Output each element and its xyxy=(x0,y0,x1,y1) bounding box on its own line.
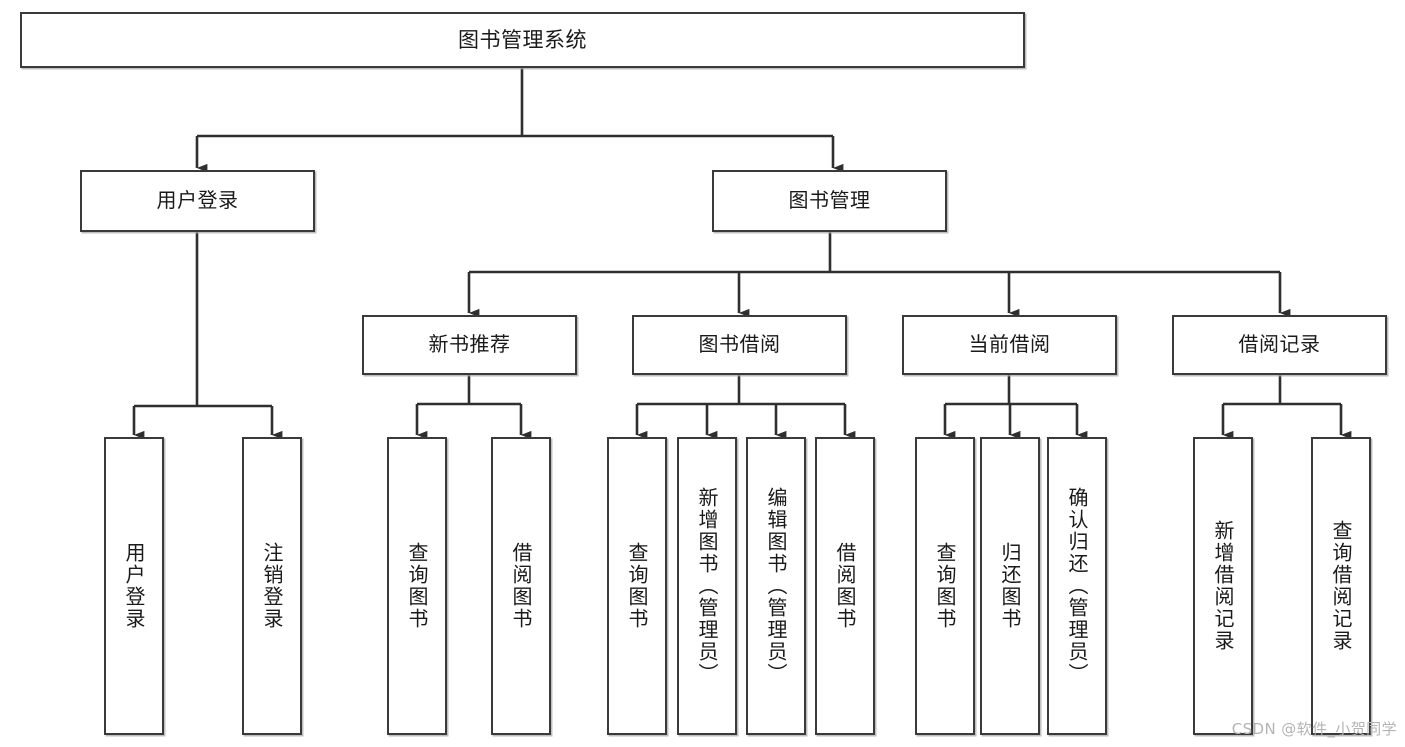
node-label: 借阅图书 xyxy=(509,542,533,630)
leaf-user-login[interactable]: 用户登录 xyxy=(104,437,164,735)
node-label: 查询图书 xyxy=(405,542,429,630)
leaf-return-book[interactable]: 归还图书 xyxy=(980,437,1040,735)
node-label: 图书管理系统 xyxy=(458,27,587,52)
node-user-login[interactable]: 用户登录 xyxy=(80,170,315,232)
node-current-borrow[interactable]: 当前借阅 xyxy=(902,315,1117,375)
node-label: 图书借阅 xyxy=(698,332,781,357)
node-label: 查询图书 xyxy=(933,542,957,630)
leaf-query-book-newbook[interactable]: 查询图书 xyxy=(387,437,447,735)
leaf-edit-book-admin[interactable]: 编辑图书（管理员） xyxy=(746,437,806,735)
leaf-query-book-borrow[interactable]: 查询图书 xyxy=(607,437,667,735)
node-book-borrow[interactable]: 图书借阅 xyxy=(632,315,847,375)
node-book-management-system[interactable]: 图书管理系统 xyxy=(20,12,1025,68)
leaf-logout[interactable]: 注销登录 xyxy=(242,437,302,735)
node-label: 编辑图书（管理员） xyxy=(764,487,788,685)
node-label: 借阅记录 xyxy=(1238,332,1321,357)
node-book-management[interactable]: 图书管理 xyxy=(712,170,947,232)
node-label: 新增图书（管理员） xyxy=(695,487,719,685)
node-label: 用户登录 xyxy=(122,542,146,630)
node-label: 用户登录 xyxy=(156,188,239,213)
node-new-book-recommend[interactable]: 新书推荐 xyxy=(362,315,577,375)
node-label: 图书管理 xyxy=(788,188,871,213)
node-label: 当前借阅 xyxy=(968,332,1051,357)
node-label: 查询借阅记录 xyxy=(1329,520,1353,652)
leaf-query-borrow-record[interactable]: 查询借阅记录 xyxy=(1311,437,1371,735)
leaf-borrow-book[interactable]: 借阅图书 xyxy=(815,437,875,735)
node-label: 借阅图书 xyxy=(833,542,857,630)
leaf-query-book-current[interactable]: 查询图书 xyxy=(915,437,975,735)
leaf-add-book-admin[interactable]: 新增图书（管理员） xyxy=(677,437,737,735)
node-label: 查询图书 xyxy=(625,542,649,630)
node-label: 新增借阅记录 xyxy=(1211,520,1235,652)
node-borrow-record[interactable]: 借阅记录 xyxy=(1172,315,1387,375)
node-label: 注销登录 xyxy=(260,542,284,630)
leaf-borrow-book-newbook[interactable]: 借阅图书 xyxy=(491,437,551,735)
node-label: 归还图书 xyxy=(998,542,1022,630)
node-label: 确认归还（管理员） xyxy=(1065,487,1089,685)
leaf-add-borrow-record[interactable]: 新增借阅记录 xyxy=(1193,437,1253,735)
leaf-confirm-return-admin[interactable]: 确认归还（管理员） xyxy=(1047,437,1107,735)
node-label: 新书推荐 xyxy=(428,332,511,357)
